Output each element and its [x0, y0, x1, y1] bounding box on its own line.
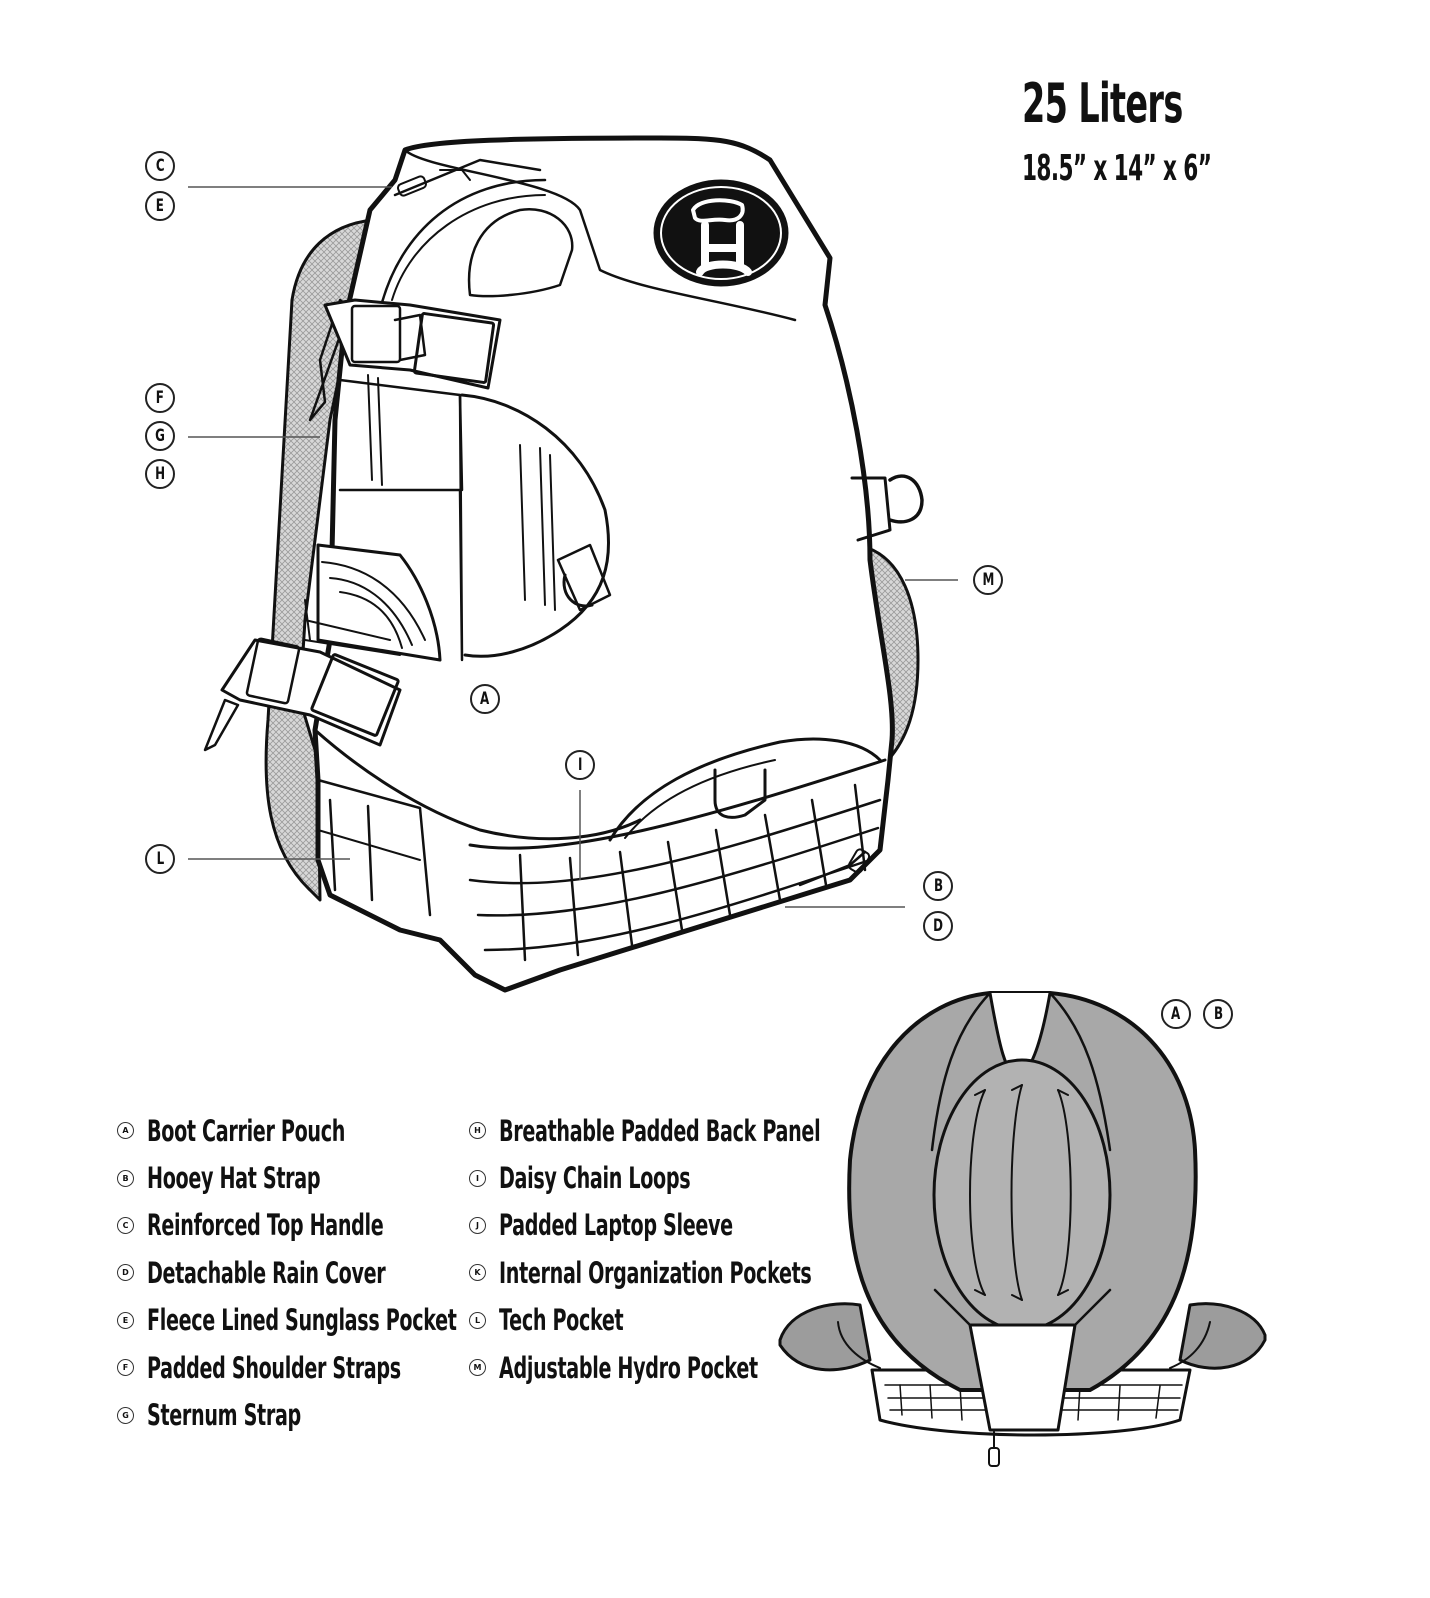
callout-back-a: A [1161, 999, 1191, 1029]
legend-item: J Padded Laptop Sleeve [469, 1202, 986, 1249]
legend-label: Detachable Rain Cover [147, 1255, 386, 1290]
callout-e: E [145, 191, 175, 221]
legend-item: A Boot Carrier Pouch [117, 1107, 616, 1154]
legend-badge: J [469, 1216, 486, 1234]
legend-label: Tech Pocket [499, 1303, 624, 1338]
callout-h: H [145, 459, 175, 489]
backpack-back-view [778, 991, 1267, 1467]
legend-item: F Padded Shoulder Straps [117, 1344, 616, 1391]
legend-item: I Daisy Chain Loops [469, 1154, 986, 1201]
callout-leaders [188, 186, 958, 908]
legend-label: Daisy Chain Loops [499, 1161, 691, 1196]
callout-back-b: B [1203, 999, 1233, 1029]
callout-c-letter: C [155, 156, 165, 176]
legend-right: H Breathable Padded Back Panel I Daisy Cha… [469, 1107, 986, 1391]
callout-back-a-letter: A [1171, 1004, 1181, 1024]
legend-item: H Breathable Padded Back Panel [469, 1107, 986, 1154]
callout-f: F [145, 383, 175, 413]
legend-item: D Detachable Rain Cover [117, 1249, 616, 1296]
legend-badge: F [117, 1359, 134, 1377]
callout-a-letter: A [480, 689, 490, 709]
callout-e-letter: E [155, 196, 165, 216]
callout-m: M [973, 565, 1003, 595]
callout-b-letter: B [933, 876, 943, 896]
callout-l: L [145, 844, 175, 874]
legend-badge: M [469, 1359, 486, 1377]
legend-badge: B [117, 1169, 134, 1187]
callout-h-letter: H [155, 464, 165, 484]
callout-f-letter: F [155, 388, 165, 408]
legend-label: Sternum Strap [147, 1398, 301, 1433]
logo-patch [653, 179, 789, 287]
callout-c: C [145, 151, 175, 181]
legend-label: Hooey Hat Strap [147, 1161, 321, 1196]
legend-badge: K [469, 1264, 486, 1282]
legend-left: A Boot Carrier Pouch B Hooey Hat Strap C Re… [117, 1107, 616, 1439]
legend-badge: A [117, 1122, 134, 1140]
callout-d-letter: D [933, 916, 943, 936]
legend-badge: L [469, 1311, 486, 1329]
callout-a: A [470, 684, 500, 714]
legend-label: Adjustable Hydro Pocket [499, 1350, 758, 1385]
legend-badge: D [117, 1264, 134, 1282]
capacity-label: 25 Liters [1022, 72, 1183, 135]
callout-g-letter: G [155, 426, 165, 446]
legend-label: Fleece Lined Sunglass Pocket [147, 1303, 457, 1338]
legend-item: B Hooey Hat Strap [117, 1154, 616, 1201]
legend-badge: E [117, 1311, 134, 1329]
callout-l-letter: L [156, 849, 164, 869]
legend-label: Boot Carrier Pouch [147, 1113, 346, 1148]
backpack-front-view [203, 135, 924, 993]
legend-item: M Adjustable Hydro Pocket [469, 1344, 986, 1391]
legend-badge: C [117, 1216, 134, 1234]
callout-i: I [565, 750, 595, 780]
callout-b: B [923, 871, 953, 901]
callout-g: G [145, 421, 175, 451]
callout-i-letter: I [577, 755, 583, 775]
legend-badge: I [469, 1169, 486, 1187]
legend-item: L Tech Pocket [469, 1297, 986, 1344]
legend-label: Padded Laptop Sleeve [499, 1208, 733, 1243]
legend-label: Reinforced Top Handle [147, 1208, 384, 1243]
legend-label: Breathable Padded Back Panel [499, 1113, 821, 1148]
legend-badge: G [117, 1406, 134, 1424]
legend-label: Internal Organization Pockets [499, 1255, 812, 1290]
legend-item: K Internal Organization Pockets [469, 1249, 986, 1296]
callout-back-b-letter: B [1213, 1004, 1223, 1024]
callout-d: D [923, 911, 953, 941]
legend-badge: H [469, 1122, 486, 1140]
legend-item: C Reinforced Top Handle [117, 1202, 616, 1249]
dimensions-label: 18.5” x 14” x 6” [1022, 148, 1212, 189]
legend-item: E Fleece Lined Sunglass Pocket [117, 1297, 616, 1344]
legend-item: G Sternum Strap [117, 1391, 616, 1438]
callout-m-letter: M [982, 570, 994, 590]
legend-label: Padded Shoulder Straps [147, 1350, 401, 1385]
